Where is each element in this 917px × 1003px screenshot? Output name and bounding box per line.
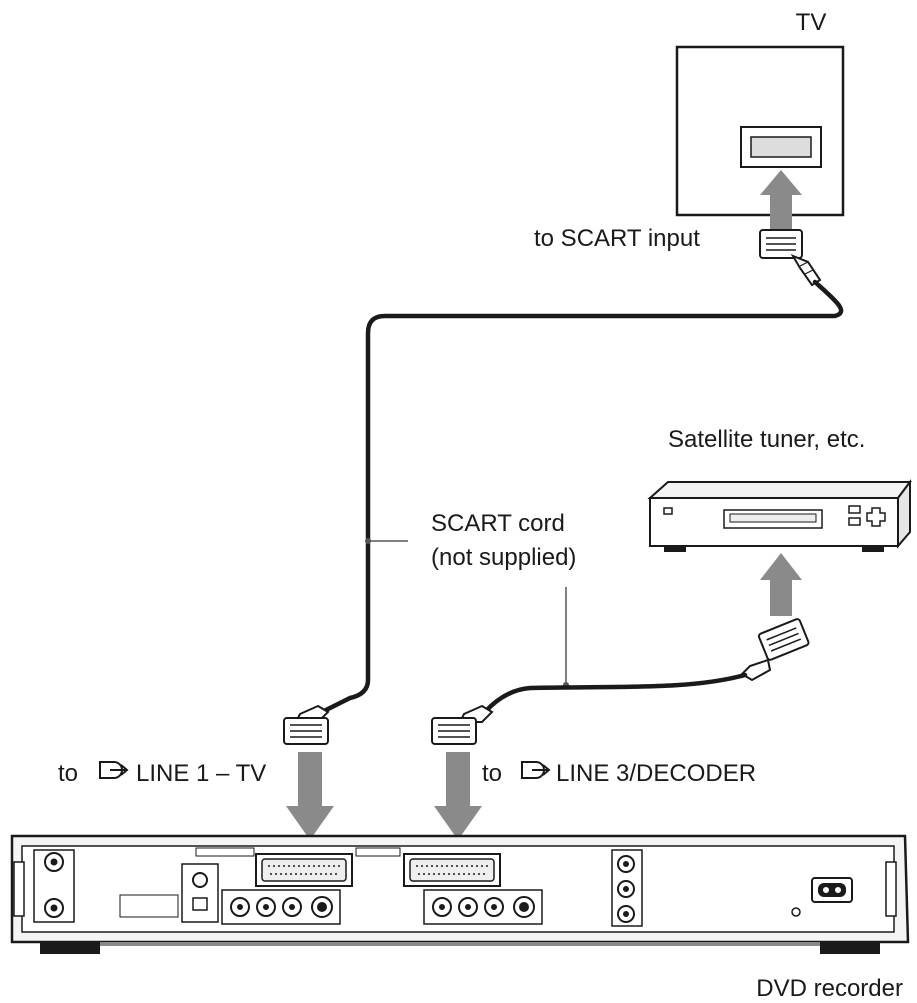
cable-tv-to-line1: [319, 279, 844, 715]
scart-plug-line3-icon: [431, 704, 494, 745]
line-input-icon-2: [521, 761, 551, 779]
line-input-icon: [99, 761, 129, 779]
line1-prefix: to: [58, 760, 78, 787]
cord-label-line1: SCART cord: [431, 510, 565, 537]
scart-plug-satellite-icon: [740, 618, 810, 682]
satellite-label: Satellite tuner, etc.: [668, 426, 865, 453]
cable-satellite-to-line3: [482, 672, 748, 715]
arrow-to-satellite-icon: [760, 553, 802, 616]
line1-socket-pins: [268, 865, 340, 875]
satellite-tuner: [647, 479, 912, 552]
scart-plug-tv-icon: [759, 229, 822, 287]
line3-socket-pins: [416, 865, 488, 875]
recorder-label: DVD recorder: [756, 975, 903, 1002]
arrow-to-line1-icon: [286, 752, 334, 840]
cord-callout-dot: [365, 538, 371, 544]
arrow-to-line3-icon: [434, 752, 482, 840]
tv: [675, 45, 845, 217]
scart-plug-line1-icon: [283, 704, 330, 745]
scart-input-label: to SCART input: [534, 225, 700, 252]
tv-label: TV: [796, 9, 827, 36]
line3-prefix: to: [482, 760, 502, 787]
dvd-recorder: [10, 834, 910, 954]
cord-label-line2: (not supplied): [431, 544, 576, 571]
arrow-to-tv-icon: [760, 170, 802, 230]
line1-label: LINE 1 – TV: [136, 760, 266, 787]
line3-label: LINE 3/DECODER: [556, 760, 756, 787]
